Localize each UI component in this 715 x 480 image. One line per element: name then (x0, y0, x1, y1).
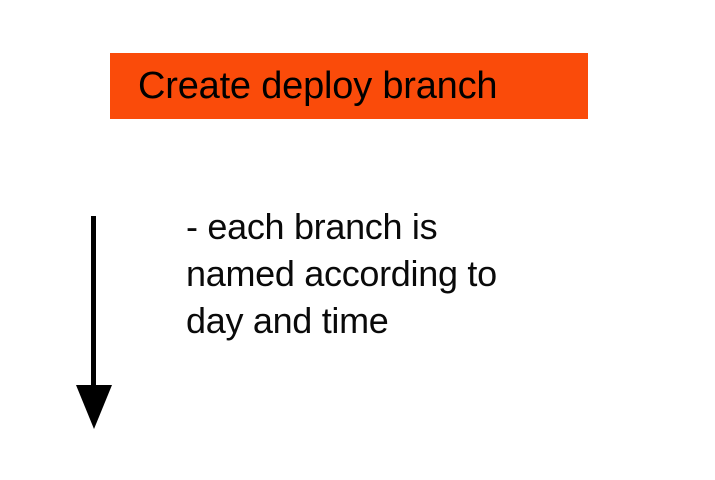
arrow-down-shape (76, 216, 112, 429)
arrow-shaft (91, 216, 96, 388)
arrow-head (76, 385, 112, 429)
arrow-down-icon (74, 216, 114, 434)
page-title: Create deploy branch (138, 65, 498, 107)
title-banner: Create deploy branch (110, 53, 588, 119)
body-line-1: - each branch is (186, 206, 438, 247)
body-line-3: day and time (186, 300, 389, 341)
body-line-2: named according to (186, 253, 497, 294)
body-text-block: - each branch is named according to day … (186, 203, 606, 344)
